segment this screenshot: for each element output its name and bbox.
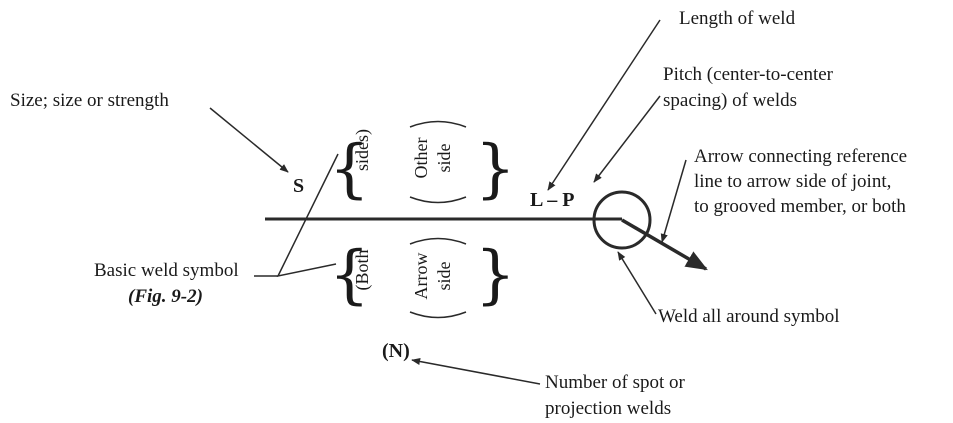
leader-weld-all-around — [617, 251, 657, 315]
paren-top-other — [409, 120, 467, 128]
label-arrow-connecting-line1: Arrow connecting reference — [694, 146, 907, 167]
leader-arrow-connecting — [660, 159, 687, 243]
paren-bottom-arrow — [409, 311, 467, 319]
brace-open-upper: { — [329, 132, 370, 206]
paren-top-arrow — [409, 237, 467, 245]
paren-bottom-other — [409, 196, 467, 204]
joint-arrow — [621, 218, 708, 271]
text-both: (Both — [352, 249, 373, 290]
text-other: Other — [411, 138, 431, 179]
leader-number — [411, 357, 541, 385]
brace-open-lower: { — [329, 238, 370, 312]
brace-close-lower: } — [475, 238, 516, 312]
label-weld-all-around: Weld all around symbol — [658, 306, 840, 327]
label-number-line2: projection welds — [545, 398, 671, 419]
label-arrow-connecting-line3: to grooved member, or both — [694, 196, 906, 217]
leader-size — [209, 107, 289, 173]
label-number-line1: Number of spot or — [545, 372, 686, 393]
label-length-of-weld: Length of weld — [679, 8, 796, 29]
label-fig-ref: (Fig. 9-2) — [128, 286, 203, 307]
leader-pitch — [593, 95, 661, 183]
label-basic-weld-symbol: Basic weld symbol — [94, 260, 239, 281]
size-symbol: S — [293, 175, 304, 197]
text-sides: sides) — [352, 129, 373, 171]
length-pitch-symbol: L – P — [530, 189, 574, 211]
text-arrow-side: side — [434, 261, 454, 290]
label-pitch-line2: spacing) of welds — [663, 90, 797, 111]
label-arrow-connecting-line2: line to arrow side of joint, — [694, 171, 891, 192]
number-symbol: (N) — [382, 340, 410, 362]
text-arrow: Arrow — [411, 253, 431, 300]
weld-all-around-circle — [592, 190, 652, 250]
text-other-side: side — [434, 143, 454, 172]
brace-close-upper: } — [475, 132, 516, 206]
leader-length-of-weld — [547, 19, 661, 191]
label-pitch-line1: Pitch (center-to-center — [663, 64, 834, 85]
label-size: Size; size or strength — [10, 90, 169, 111]
